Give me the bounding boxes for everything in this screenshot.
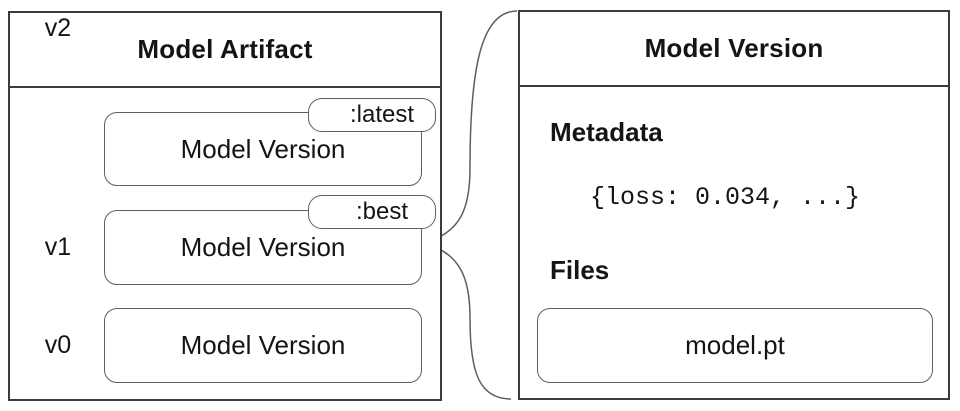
file-name: model.pt [685, 330, 785, 360]
model-version-panel: Model Version Metadata {loss: 0.034, ...… [518, 10, 950, 400]
files-heading: Files [550, 255, 610, 285]
alias-tag-best-label: :best [355, 198, 409, 225]
alias-tag-latest-label: :latest [349, 101, 415, 128]
model-version-box-label: Model Version [180, 232, 346, 262]
file-box: model.pt [537, 308, 933, 383]
model-artifact-panel: Model Artifact v2 Model Version :latest … [8, 11, 442, 401]
alias-tag-best: :best [308, 195, 436, 229]
model-artifact-title: Model Artifact [137, 34, 313, 64]
model-version-header: Model Version [520, 12, 948, 87]
model-version-box-v0: Model Version [104, 308, 422, 383]
model-version-box-v2: Model Version [104, 112, 422, 186]
metadata-heading: Metadata [550, 117, 663, 147]
model-version-title: Model Version [644, 33, 824, 63]
version-label-v1: v1 [44, 233, 72, 261]
version-label-v2: v2 [44, 14, 72, 42]
alias-tag-latest: :latest [308, 98, 436, 132]
model-version-box-label: Model Version [180, 330, 346, 360]
version-label-v0: v0 [44, 331, 72, 359]
metadata-value: {loss: 0.034, ...} [590, 183, 861, 212]
model-artifact-header: Model Artifact [10, 13, 440, 88]
model-version-box-label: Model Version [180, 133, 346, 164]
